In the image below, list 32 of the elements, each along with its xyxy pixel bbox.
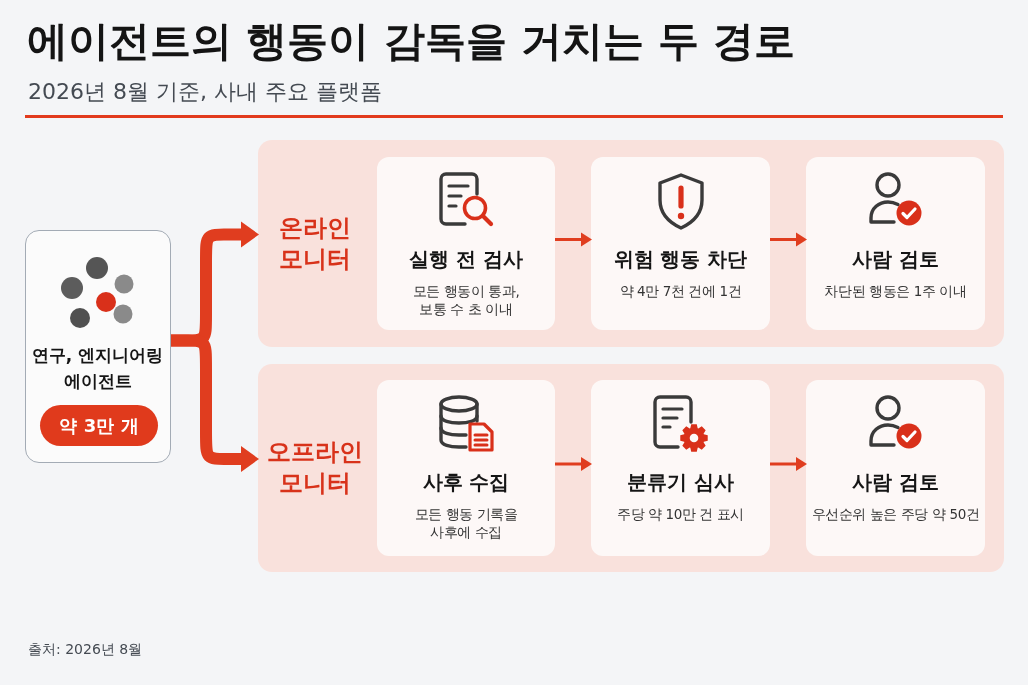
panel-heading: 오프라인 모니터 xyxy=(266,437,364,499)
step-description: 우선순위 높은 주당 약 50건 xyxy=(810,505,981,523)
step-title: 사람 검토 xyxy=(851,246,940,272)
step-description: 약 4만 7천 건에 1건 xyxy=(618,282,743,300)
title: 에이전트의 행동이 감독을 거치는 두 경로 xyxy=(27,16,796,66)
step-card xyxy=(806,380,985,556)
agent-label: 연구, 엔지니어링 에이전트 xyxy=(30,344,165,393)
arrow xyxy=(770,232,807,247)
step-title: 위험 행동 차단 xyxy=(612,246,749,272)
panel-heading: 온라인 모니터 xyxy=(278,212,352,275)
step-title: 사람 검토 xyxy=(851,469,940,495)
step-description: 모든 행동이 통과, 보통 수 초 이내 xyxy=(411,282,521,318)
step-title: 실행 전 검사 xyxy=(408,246,524,272)
step-description: 주당 약 10만 건 표시 xyxy=(615,505,746,523)
step-card xyxy=(377,157,555,330)
arrow xyxy=(770,457,807,471)
monitor-panel xyxy=(258,140,1004,347)
step-card xyxy=(806,157,985,330)
step-card xyxy=(591,380,770,556)
step-title: 사후 수집 xyxy=(421,469,511,495)
arrow xyxy=(555,232,592,247)
count-pill: 약 3만 개 xyxy=(40,405,158,446)
arrow xyxy=(555,457,592,471)
step-card xyxy=(591,157,770,330)
source-note: 출처: 2026년 8월 xyxy=(28,640,143,659)
agent-card xyxy=(25,230,171,463)
step-title: 분류기 심사 xyxy=(626,469,735,495)
subtitle: 2026년 8월 기준, 사내 주요 플랫폼 xyxy=(28,78,382,106)
step-description: 차단된 행동은 1주 이내 xyxy=(823,282,968,300)
step-description: 모든 행동 기록을 사후에 수집 xyxy=(413,505,519,541)
step-card xyxy=(377,380,555,556)
monitor-panel xyxy=(258,364,1004,572)
